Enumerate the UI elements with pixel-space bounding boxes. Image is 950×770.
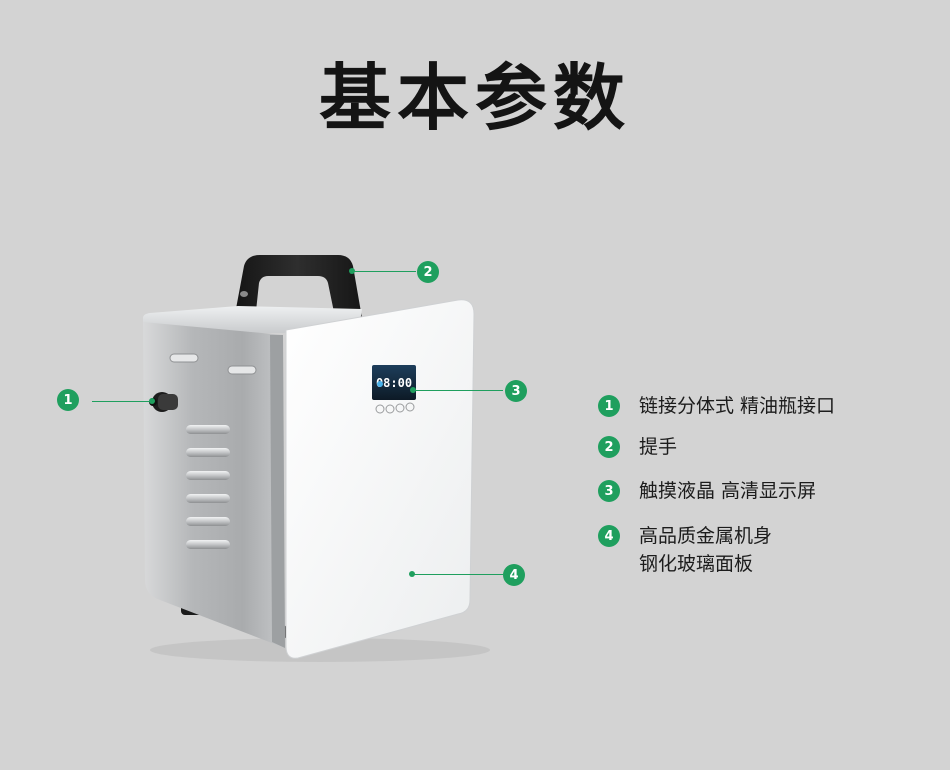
callout-badge-4: 4 (503, 564, 525, 586)
steel-side-panel (143, 322, 285, 648)
feature-item-4: 4 高品质金属机身 钢化玻璃面板 (598, 522, 772, 578)
pin-left (169, 353, 199, 363)
tempered-glass-panel (285, 299, 475, 659)
callout-3-leader (415, 390, 503, 391)
callout-2-leader (354, 271, 416, 272)
lcd-display (372, 365, 416, 400)
handle (232, 255, 362, 330)
callout-3-dot (410, 387, 416, 393)
connector-barrel (158, 394, 178, 410)
callout-badge-2: 2 (417, 261, 439, 283)
feature-line: 钢化玻璃面板 (639, 553, 754, 575)
lcd-time: 08:00 (376, 376, 412, 390)
feature-number-1: 1 (598, 395, 620, 417)
feature-text-4: 高品质金属机身 钢化玻璃面板 (639, 522, 772, 578)
feature-line: 链接分体式 精油瓶接口 (639, 395, 836, 417)
feature-line: 触摸液晶 高清显示屏 (639, 480, 817, 502)
feature-text-2: 提手 (639, 433, 677, 461)
feature-line: 高品质金属机身 (639, 525, 773, 547)
feature-text-1: 链接分体式 精油瓶接口 (639, 392, 835, 420)
vent-slots (186, 425, 230, 549)
feature-line: 提手 (639, 436, 678, 458)
callout-badge-3: 3 (505, 380, 527, 402)
steel-side-edge (270, 335, 285, 648)
feature-number-2: 2 (598, 436, 620, 458)
callout-1-leader (92, 401, 152, 402)
touch-buttons (375, 402, 415, 414)
feature-item-1: 1 链接分体式 精油瓶接口 (598, 392, 835, 420)
feature-text-3: 触摸液晶 高清显示屏 (639, 477, 816, 505)
callout-badge-1: 1 (57, 389, 79, 411)
feature-number-4: 4 (598, 525, 620, 547)
feature-number-3: 3 (598, 480, 620, 502)
page-title: 基本参数 (318, 56, 631, 140)
callout-2-dot (349, 268, 355, 274)
callout-4-leader (414, 574, 503, 575)
callout-4-dot (409, 571, 415, 577)
pin-right (227, 365, 257, 375)
callout-1-dot (149, 398, 155, 404)
handle-bolt (240, 291, 248, 297)
feature-item-2: 2 提手 (598, 433, 677, 461)
feature-item-3: 3 触摸液晶 高清显示屏 (598, 477, 816, 505)
